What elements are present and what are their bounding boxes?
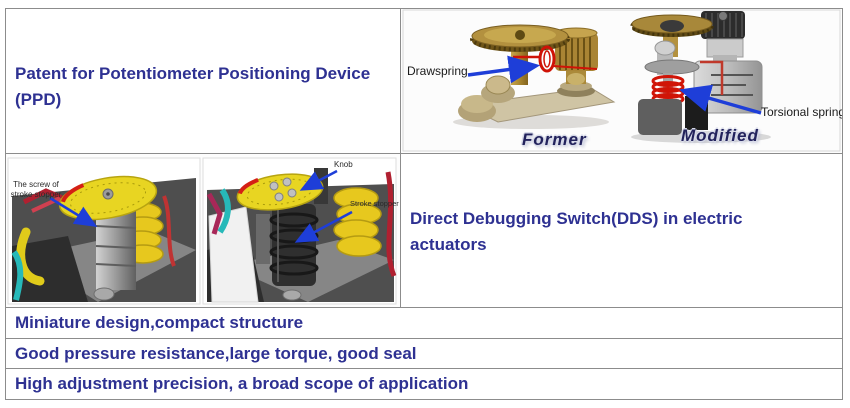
actuator-photo-left xyxy=(7,157,201,305)
ppd-figure-illustration xyxy=(402,9,841,152)
dds-title-line2: actuators xyxy=(410,235,487,254)
dds-figure-cell: The screw of stroke stopper Knob Stroke … xyxy=(6,154,401,308)
dds-figure-illustration xyxy=(7,157,397,305)
feature-text-2: Good pressure resistance,large torque, g… xyxy=(15,343,417,363)
knob-arrow xyxy=(299,169,338,191)
feature-text-1: Miniature design,compact structure xyxy=(15,313,304,332)
knob-label: Knob xyxy=(334,160,353,169)
former-caption: Former xyxy=(522,130,587,149)
actuator-photo-right xyxy=(202,157,397,305)
ppd-title-line1: Patent for Potentiometer Positioning Dev… xyxy=(15,64,371,83)
feature-row-3: High adjustment precision, a broad scope… xyxy=(6,369,842,399)
photo-backdrop xyxy=(402,9,841,152)
screw-arrow xyxy=(49,196,98,227)
ppd-title-cell: Patent for Potentiometer Positioning Dev… xyxy=(6,9,401,154)
feature-text-3: High adjustment precision, a broad scope… xyxy=(15,374,469,393)
dds-title-cell: Direct Debugging Switch(DDS) in electric… xyxy=(401,154,842,308)
torsional-spring-arrow xyxy=(678,84,762,115)
former-device-illustration xyxy=(453,24,616,129)
screw-of-stroke-stopper-label: The screw of stroke stopper xyxy=(10,180,62,199)
feature-row-2: Good pressure resistance,large torque, g… xyxy=(6,339,842,369)
torsional-spring-label: Torsional spring xyxy=(761,105,842,119)
ppd-figure-cell: Drawspring Torsional spring Former Modif… xyxy=(401,9,842,154)
ppd-title-line2: (PPD) xyxy=(15,90,62,109)
drawspring-arrow xyxy=(467,55,541,84)
dds-title-line1: Direct Debugging Switch(DDS) in electric xyxy=(410,209,743,228)
product-feature-table: Patent for Potentiometer Positioning Dev… xyxy=(5,8,843,400)
stroke-stopper-label: Stroke stopper xyxy=(350,199,399,208)
drawspring-label: Drawspring xyxy=(407,64,468,78)
feature-row-1: Miniature design,compact structure xyxy=(6,308,842,339)
modified-caption: Modified xyxy=(681,126,759,145)
stroke-stopper-arrow xyxy=(294,210,353,243)
